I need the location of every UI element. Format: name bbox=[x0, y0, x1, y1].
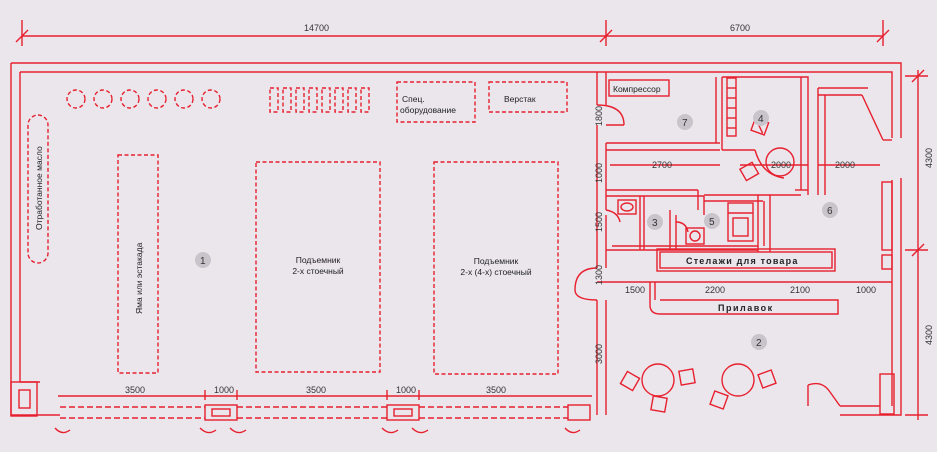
interior-walls bbox=[596, 72, 893, 415]
garage-doors bbox=[54, 404, 591, 434]
dim-inner-1000: 1000 bbox=[594, 163, 604, 183]
label-compressor: Компрессор bbox=[613, 84, 661, 94]
dim-bay-4: 1000 bbox=[396, 385, 416, 395]
dim-counter-1: 1500 bbox=[625, 285, 645, 295]
room-number-4: 4 bbox=[758, 114, 764, 125]
dim-bay-5: 3500 bbox=[486, 385, 506, 395]
label-shelves: Стелажи для товара bbox=[686, 256, 799, 266]
right-dimension-lines bbox=[905, 69, 928, 420]
dim-2000-b: 2000 bbox=[835, 160, 855, 170]
room-number-2: 2 bbox=[756, 338, 762, 349]
dim-right-upper: 4300 bbox=[924, 148, 934, 168]
label-counter: Прилавок bbox=[718, 303, 774, 313]
dim-2700: 2700 bbox=[652, 160, 672, 170]
dim-inner-3000: 3000 bbox=[594, 344, 604, 364]
dim-top-main: 14700 bbox=[304, 23, 329, 33]
door-swings bbox=[574, 94, 892, 407]
dim-inner-1300: 1300 bbox=[594, 265, 604, 285]
label-lift-2-line2: 2-х (4-х) стоечный bbox=[460, 267, 531, 277]
dim-bay-1: 3500 bbox=[125, 385, 145, 395]
dim-bay-2: 1000 bbox=[214, 385, 234, 395]
dim-inner-1800: 1800 bbox=[594, 106, 604, 126]
label-lift-1-line2: 2-х стоечный bbox=[292, 266, 344, 276]
bathroom-fixtures bbox=[617, 199, 754, 245]
equipment-outlines bbox=[27, 81, 568, 375]
room-number-6: 6 bbox=[827, 206, 833, 217]
dim-counter-3: 2100 bbox=[790, 285, 810, 295]
room-number-7: 7 bbox=[682, 118, 688, 129]
top-dimension-lines bbox=[15, 20, 890, 46]
dim-counter-2: 2200 bbox=[705, 285, 725, 295]
label-lift-2-line1: Подъемник bbox=[474, 256, 519, 266]
dim-bay-3: 3500 bbox=[306, 385, 326, 395]
dim-counter-4: 1000 bbox=[856, 285, 876, 295]
label-special-equipment-line2: оборудование bbox=[400, 105, 456, 115]
room-markers bbox=[195, 110, 838, 350]
compressor-box bbox=[608, 79, 670, 97]
dim-right-lower: 4300 bbox=[924, 325, 934, 345]
label-special-equipment-line1: Спец. bbox=[402, 94, 425, 104]
dim-2000-a: 2000 bbox=[771, 160, 791, 170]
label-workbench: Верстак bbox=[504, 94, 536, 104]
label-lift-1-line1: Подъемник bbox=[296, 255, 341, 265]
bay-dimension-lines bbox=[58, 390, 592, 400]
room-number-3: 3 bbox=[652, 218, 658, 229]
dim-top-side: 6700 bbox=[730, 23, 750, 33]
label-used-oil: Отработанное масло bbox=[34, 146, 44, 230]
dim-inner-1500: 1500 bbox=[594, 212, 604, 232]
room-number-1: 1 bbox=[200, 256, 206, 267]
label-pit: Яма или эстакада bbox=[134, 242, 144, 314]
room-number-5: 5 bbox=[709, 217, 715, 228]
